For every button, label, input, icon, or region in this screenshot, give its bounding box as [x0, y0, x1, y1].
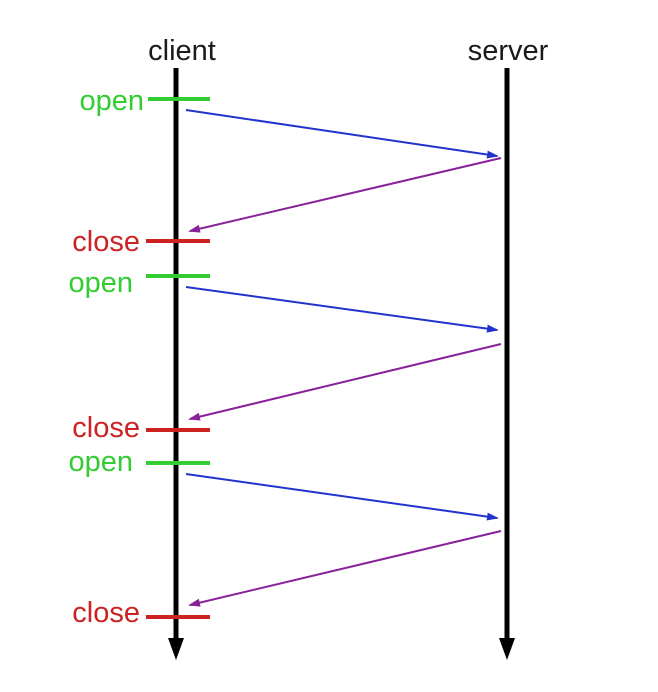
event-label: close — [72, 597, 140, 629]
event-label: close — [72, 226, 140, 258]
event-close-2: close — [72, 412, 210, 444]
event-open-3: open — [68, 446, 210, 478]
event-close-1: close — [72, 226, 210, 258]
client-label: client — [148, 35, 216, 67]
client-lifeline — [168, 68, 184, 660]
message-arrow-request-3 — [185, 473, 499, 521]
event-label: open — [68, 446, 133, 478]
message-arrow-response-2 — [188, 343, 502, 421]
server-lifeline — [499, 68, 515, 660]
server-label: server — [468, 35, 549, 67]
message-arrow-request-1 — [185, 109, 499, 159]
message-arrow-response-3 — [188, 530, 502, 607]
event-label: open — [79, 85, 144, 117]
event-label: open — [68, 267, 133, 299]
message-arrow-request-2 — [185, 286, 499, 333]
event-open-2: open — [68, 267, 210, 299]
event-label: close — [72, 412, 140, 444]
event-open-1: open — [79, 85, 210, 117]
message-arrow-response-1 — [188, 157, 502, 233]
event-close-3: close — [72, 597, 210, 629]
